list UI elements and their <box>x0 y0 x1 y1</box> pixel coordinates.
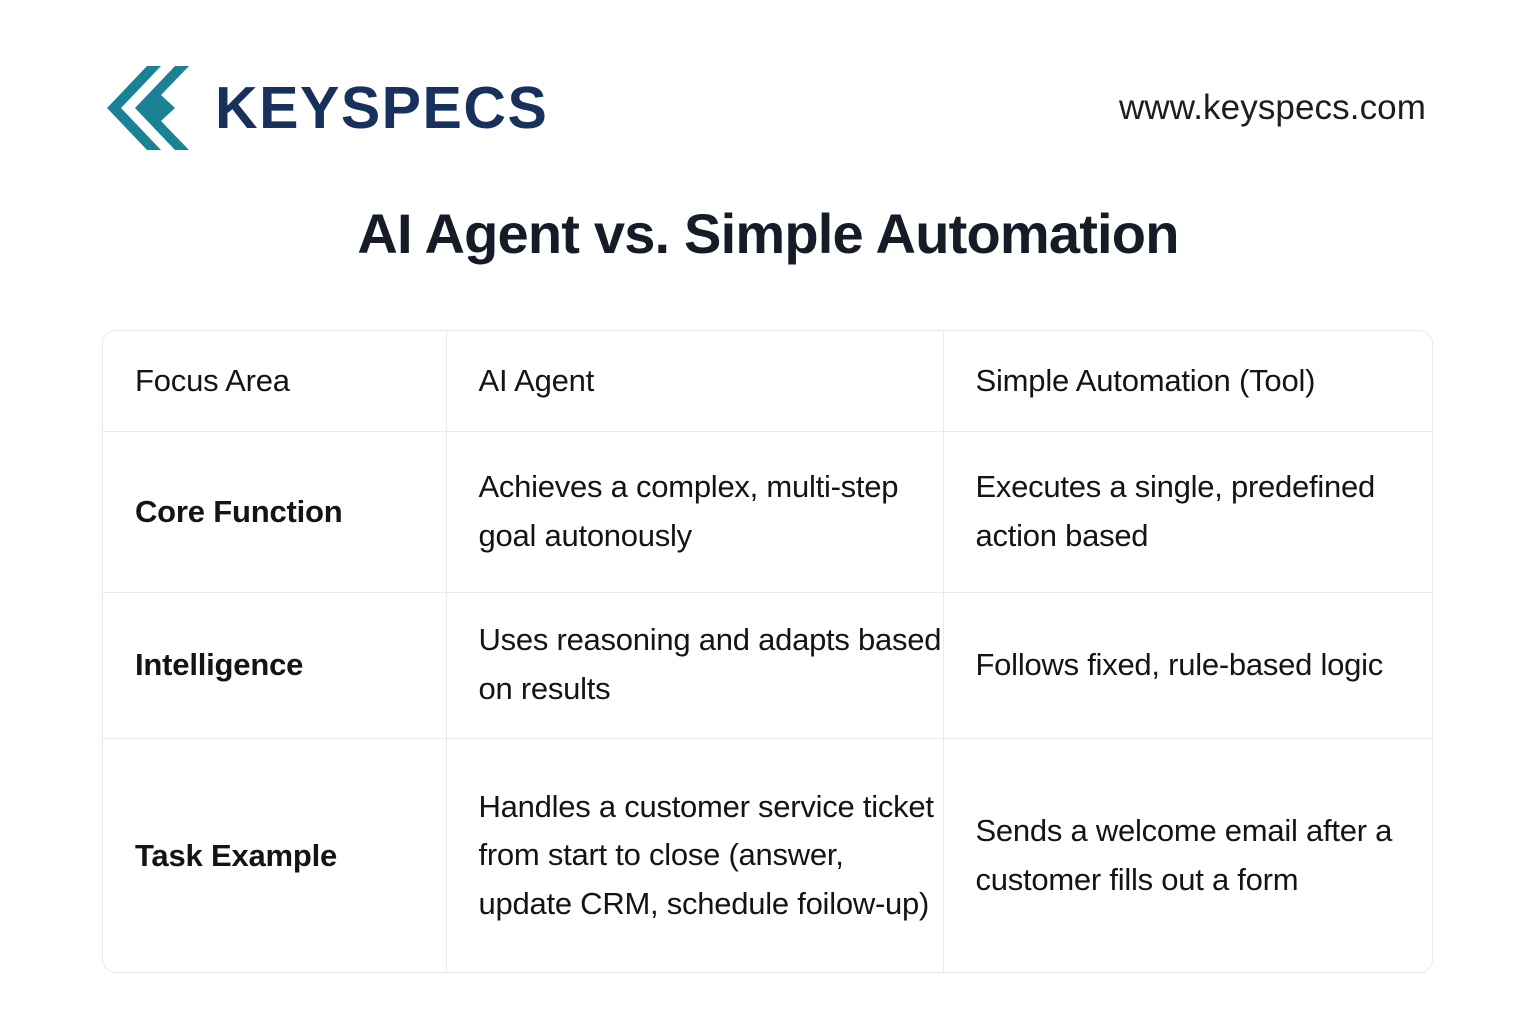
brand-lockup: KEYSPECS <box>103 64 548 152</box>
column-header-ai-agent: AI Agent <box>446 331 944 432</box>
cell-automation-core-function: Executes a single, predefined action bas… <box>943 431 1432 593</box>
cell-automation-intelligence: Follows fixed, rule-based logic <box>943 592 1432 739</box>
table-row: Core Function Achieves a complex, multi-… <box>103 431 1432 593</box>
double-chevron-left-icon <box>107 66 189 150</box>
comparison-table-container: Focus Area AI Agent Simple Automation (T… <box>102 330 1433 973</box>
table-header: Focus Area AI Agent Simple Automation (T… <box>103 331 1432 432</box>
table-body: Core Function Achieves a complex, multi-… <box>103 431 1432 972</box>
row-label-core-function: Core Function <box>103 431 447 593</box>
brand-wordmark: KEYSPECS <box>215 74 549 141</box>
column-header-focus-area: Focus Area <box>103 331 447 432</box>
page-title: AI Agent vs. Simple Automation <box>357 202 1179 265</box>
cell-automation-task-example: Sends a welcome email after a customer f… <box>975 813 1393 897</box>
column-header-automation: Simple Automation (Tool) <box>943 331 1432 432</box>
cell-ai-agent-task-example: Handles a customer service ticket from s… <box>446 738 944 972</box>
cell-ai-agent-core-function: Achieves a complex, multi-step goal auto… <box>446 431 944 593</box>
page-header: KEYSPECS www.keyspecs.com <box>0 58 1536 158</box>
cell-ai-agent-intelligence: Uses reasoning and adapts based on resul… <box>446 592 944 739</box>
row-label-intelligence: Intelligence <box>103 592 447 739</box>
table-row: Intelligence Uses reasoning and adapts b… <box>103 592 1432 739</box>
table-header-row: Focus Area AI Agent Simple Automation (T… <box>103 331 1432 432</box>
table-row: Task Example Handles a customer service … <box>103 738 1432 972</box>
comparison-table: Focus Area AI Agent Simple Automation (T… <box>103 331 1432 972</box>
site-url: www.keyspecs.com <box>1119 88 1426 127</box>
row-label-task-example: Task Example <box>103 738 447 972</box>
